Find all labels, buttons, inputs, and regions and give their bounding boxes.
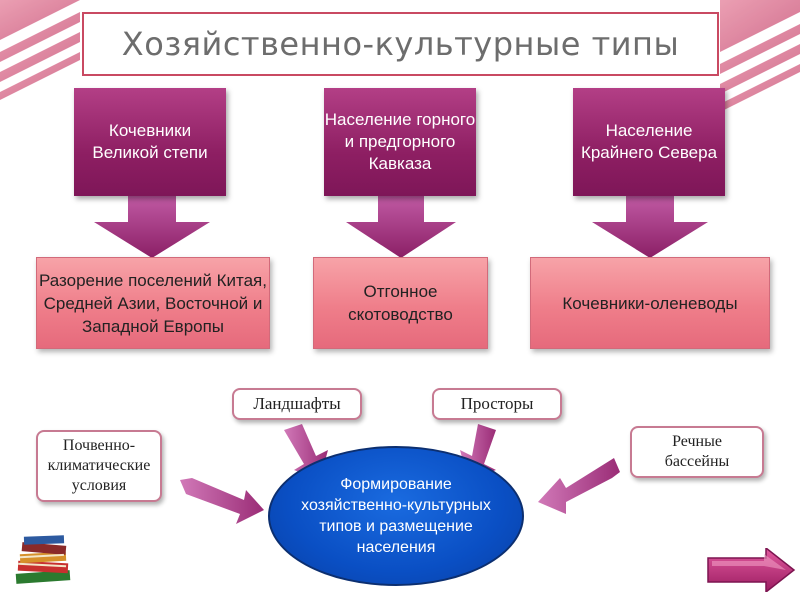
page-title: Хозяйственно-культурные типы	[82, 12, 719, 76]
center-oval: Формирование хозяйственно-культурных тип…	[268, 446, 524, 586]
factor-river-basins: Речные бассейны	[630, 426, 764, 478]
factor-expanses: Просторы	[432, 388, 562, 420]
result-caucasus: Отгонное скотоводство	[313, 257, 488, 349]
arrow-soil-icon	[180, 478, 264, 524]
books-icon	[6, 520, 82, 596]
arrow-rivers-icon	[538, 458, 620, 514]
region-steppe-nomads: Кочевники Великой степи	[74, 88, 226, 196]
down-arrow-icon	[94, 196, 210, 258]
factor-soil-climate: Почвенно-климатические условия	[36, 430, 162, 502]
region-caucasus: Население горного и предгорного Кавказа	[324, 88, 476, 196]
region-far-north: Население Крайнего Севера	[573, 88, 725, 196]
next-arrow-icon[interactable]	[706, 548, 796, 592]
down-arrow-icon	[592, 196, 708, 258]
down-arrow-icon	[346, 196, 456, 258]
result-far-north: Кочевники-оленеводы	[530, 257, 770, 349]
factor-landscapes: Ландшафты	[232, 388, 362, 420]
result-steppe-nomads: Разорение поселений Китая, Средней Азии,…	[36, 257, 270, 349]
